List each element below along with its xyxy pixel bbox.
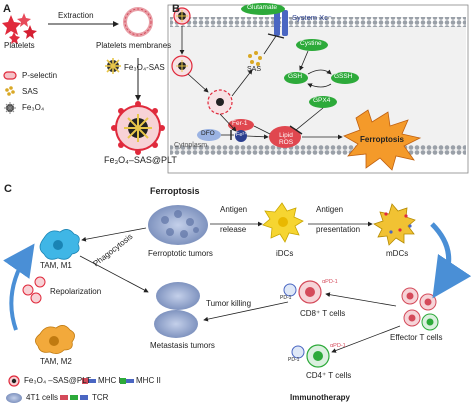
activation-arrow	[430, 222, 472, 299]
metastasis-tumor-lower	[154, 310, 198, 338]
membrane-top	[170, 17, 466, 27]
idc-cell-icon	[262, 202, 304, 243]
lipid-ros-label: Lipid ROS	[278, 132, 294, 146]
platelet-membranes-label: Platelets membranes	[96, 41, 172, 50]
platelet-membrane-icon	[123, 7, 153, 37]
lipid-ros-badge	[269, 126, 301, 148]
membrane-bottom	[170, 145, 466, 155]
repolarization-nanoparticles-icon	[22, 276, 46, 304]
panel-c-label: C	[4, 183, 12, 195]
nanoparticle-entering-icon	[173, 7, 191, 25]
dfo-badge	[197, 129, 221, 141]
legend-mhc2-label: MHC II	[136, 376, 161, 385]
tumor-killing-label: Tumor killing	[206, 299, 252, 308]
sas-cluster-icon	[248, 51, 262, 66]
legend-nanoparticle-icon	[8, 375, 20, 387]
fe3o4-sas-label: Fe₃O₄-SAS	[124, 63, 165, 72]
fer1-label: Fer-1	[232, 120, 248, 127]
cytoplasm-label: Cytoplasm	[174, 142, 208, 149]
p-selectin-legend-label: P-selectin	[22, 71, 58, 80]
panel-c-arrows	[79, 221, 401, 353]
degraded-nanoparticle-icon	[207, 89, 233, 115]
fe3o4-legend-label: Fe₃O₄	[22, 103, 45, 112]
ferroptosis-burst-label: Ferroptosis	[360, 135, 405, 144]
fe3o4-sas-plt-nanoparticle-icon	[111, 101, 165, 155]
legend-nanoparticle-label: Fe₃O₄ –SAS@PLT	[24, 376, 91, 385]
cystine-label: Cystine	[300, 40, 322, 47]
glutamate-label: Glutamate	[247, 4, 277, 11]
apd1-label-cd8: αPD-1	[322, 279, 338, 285]
metastasis-tumors-label: Metastasis tumors	[150, 341, 215, 350]
legend-mhc1-icon	[82, 378, 96, 384]
sas-label: SAS	[247, 66, 262, 73]
system-xc-transporter-icon	[274, 10, 288, 36]
effector-t-cells-icon	[401, 287, 439, 331]
gpx4-label: GPX4	[313, 97, 331, 104]
immunotherapy-label: Immunotherapy	[290, 393, 351, 402]
legend-mhc1-label: MHC I	[98, 376, 121, 385]
idcs-label: iDCs	[276, 249, 294, 258]
apd1-label-cd4: αPD-1	[330, 343, 346, 349]
tam-m1-label: TAM, M1	[40, 261, 72, 270]
repolarization-arrow	[3, 243, 35, 331]
ferroptotic-tumor-cluster	[148, 205, 208, 245]
antigen-presentation-label-1: Antigen	[316, 205, 344, 214]
mdc-cell-icon	[373, 203, 416, 246]
legend-4t1-label: 4T1 cells	[26, 393, 59, 402]
fe3o4-legend-icon	[4, 102, 16, 114]
nanoparticle-product-label: Fe₃O₄–SAS@PLT	[104, 155, 177, 165]
cd8-label: CD8⁺ T cells	[300, 309, 346, 318]
repolarization-label: Repolarization	[50, 287, 102, 296]
antigen-release-label-2: release	[220, 225, 247, 234]
gsh-badge	[284, 72, 308, 84]
dfo-label: DFO	[201, 130, 215, 137]
pd1-label-cd4: PD-1	[288, 357, 300, 363]
mdcs-label: mDCs	[386, 249, 409, 258]
system-xc-label: System Xᴄ⁻	[292, 13, 332, 22]
panel-b-arrows	[179, 26, 343, 140]
pd1-label-cd8: PD-1	[280, 295, 292, 301]
extraction-label: Extraction	[58, 11, 94, 20]
antigen-release-label-1: Antigen	[220, 205, 248, 214]
ferroptosis-title: Ferroptosis	[150, 186, 200, 196]
gsh-label: GSH	[288, 73, 303, 80]
platelets-icon	[2, 13, 37, 44]
legend-4t1-cells-icon	[6, 393, 22, 403]
panel-b-label: B	[172, 3, 180, 15]
sas-legend-icon	[5, 86, 15, 96]
ferroptosis-burst-icon	[343, 109, 422, 171]
glutamate-badge	[241, 3, 285, 15]
gssh-label: GSSH	[334, 73, 353, 80]
p-selectin-legend-icon	[3, 71, 17, 80]
legend-tcr-icon	[60, 395, 88, 400]
cd8-t-cell-icon	[283, 280, 322, 304]
gpx4-badge	[309, 96, 337, 108]
sas-legend-label: SAS	[22, 87, 39, 96]
ferroptotic-tumors-label: Ferroptotic tumors	[148, 249, 213, 258]
gssh-badge	[331, 72, 359, 84]
fe3o4-sas-icon	[105, 58, 121, 74]
cd4-label: CD4⁺ T cells	[306, 371, 352, 380]
cystine-badge	[296, 39, 328, 51]
legend-mhc2-icon	[120, 378, 134, 384]
panel-a-label: A	[3, 3, 11, 15]
effector-t-cells-label: Effector T cells	[390, 333, 443, 342]
legend-tcr-label: TCR	[92, 393, 109, 402]
fe2-label: Fe²⁺	[236, 132, 248, 138]
tam-m2-label: TAM, M2	[40, 357, 72, 366]
tam-m1-macrophage-icon	[39, 229, 80, 260]
cd4-t-cell-icon	[291, 344, 330, 368]
tam-m2-macrophage-icon	[35, 325, 75, 354]
fe2-badge	[235, 130, 247, 142]
endocytosed-nanoparticle-icon	[171, 55, 193, 77]
metastasis-tumor-upper	[156, 282, 200, 310]
platelets-label: Platelets	[4, 41, 35, 50]
antigen-presentation-label-2: presentation	[316, 225, 361, 234]
